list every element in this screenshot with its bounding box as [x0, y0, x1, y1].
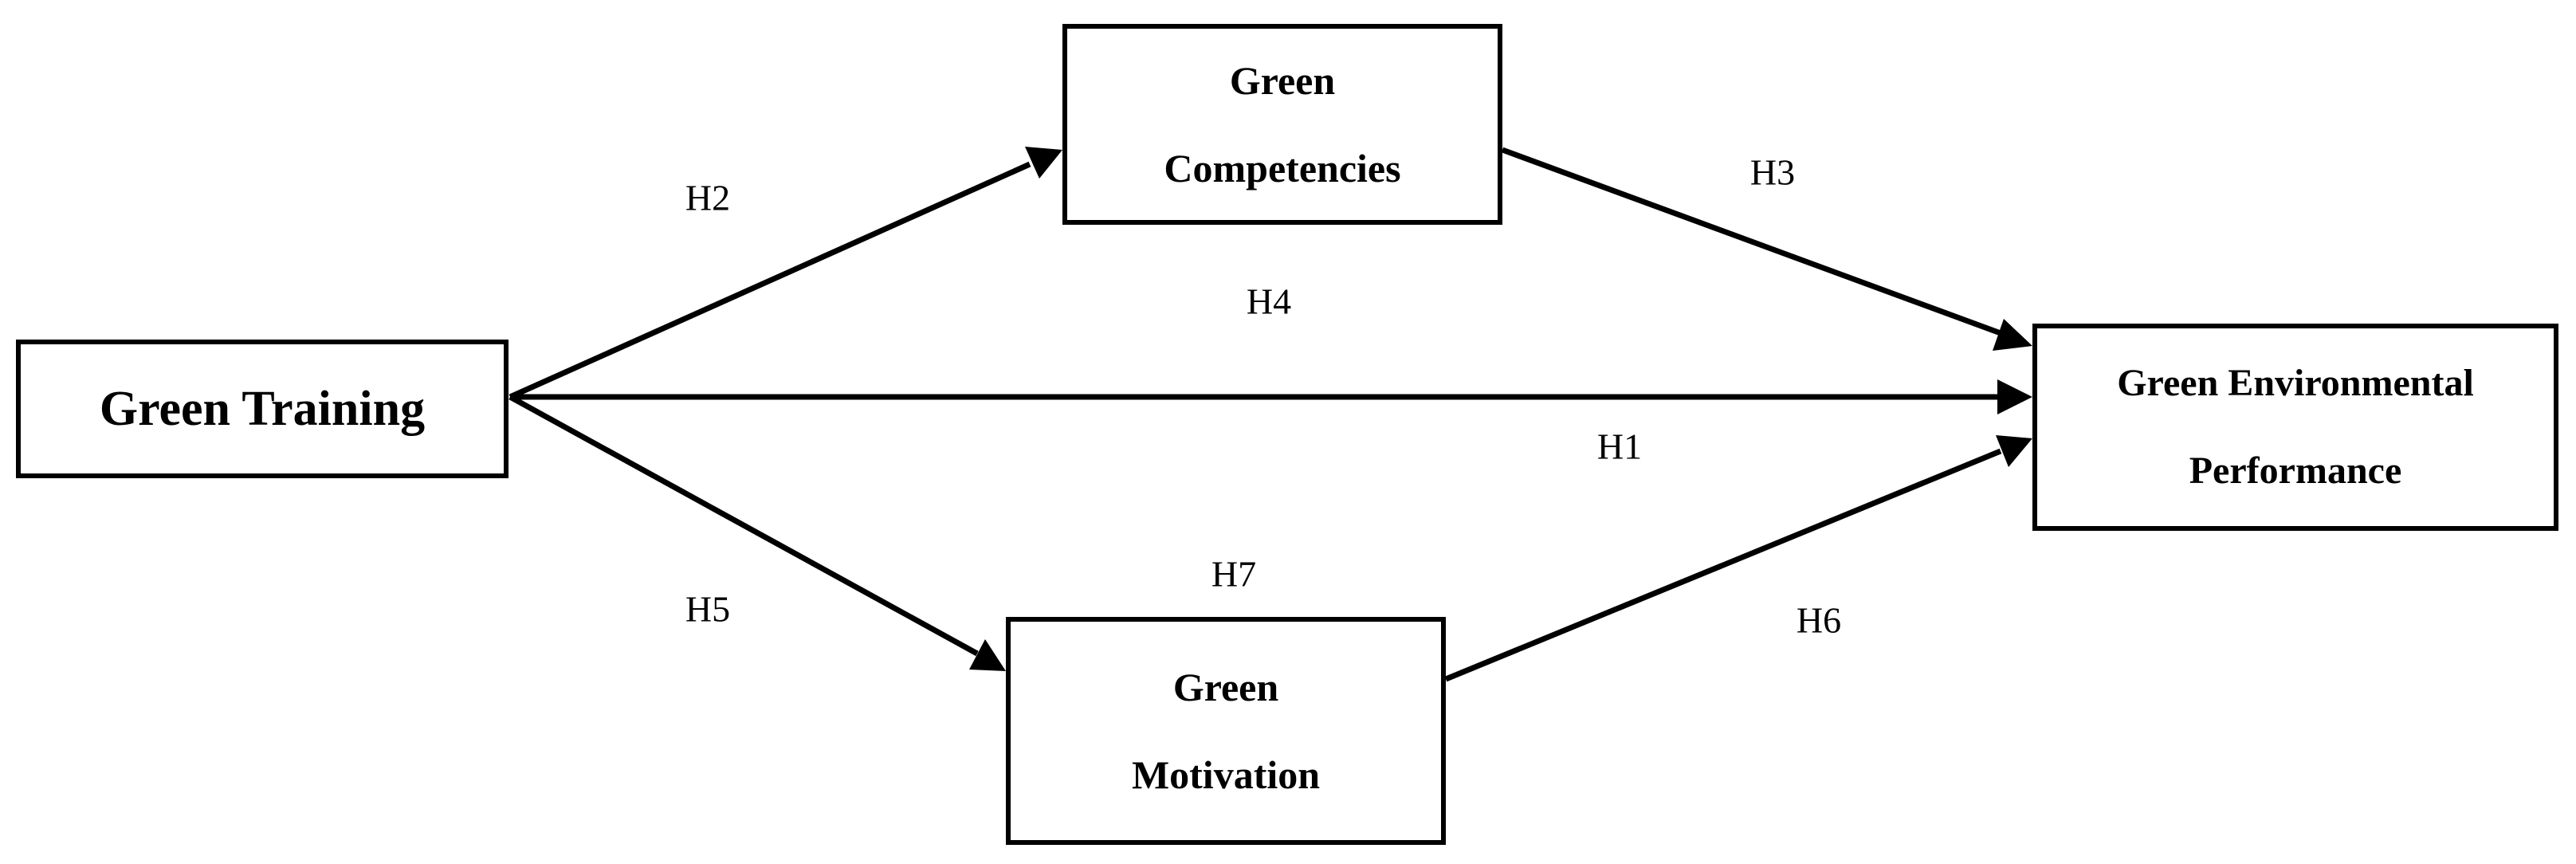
- arrow-training-to-performance: [510, 379, 2032, 414]
- green-motivation-label-line2: Motivation: [1131, 752, 1321, 797]
- green-performance-label-line1: Green Environmental: [2117, 362, 2474, 404]
- hypothesis-label-h5: H5: [685, 588, 731, 630]
- hypothesis-label-h7: H7: [1211, 553, 1257, 595]
- arrow-motivation-to-performance: [1444, 435, 2032, 682]
- arrow-training-to-competencies: [509, 147, 1062, 400]
- green-competencies-node: Green Competencies: [1062, 24, 1502, 225]
- green-training-label: Green Training: [99, 381, 426, 436]
- green-environmental-performance-node: Green Environmental Performance: [2032, 324, 2558, 531]
- hypothesis-label-h2: H2: [685, 177, 731, 218]
- green-motivation-node: Green Motivation: [1006, 617, 1446, 845]
- arrow-training-to-motivation: [509, 394, 1006, 671]
- green-competencies-label-line1: Green: [1229, 58, 1336, 103]
- green-motivation-label-line1: Green: [1172, 665, 1279, 709]
- green-training-node: Green Training: [16, 340, 509, 478]
- hypothesis-label-h6: H6: [1796, 599, 1842, 641]
- green-performance-label-line2: Performance: [2189, 450, 2402, 492]
- arrow-competencies-to-performance: [1501, 147, 2032, 351]
- green-competencies-label-line2: Competencies: [1164, 146, 1401, 190]
- hypothesis-label-h1: H1: [1596, 426, 1643, 467]
- hypothesis-label-h4: H4: [1246, 281, 1292, 322]
- hypothesis-label-h3: H3: [1749, 151, 1796, 193]
